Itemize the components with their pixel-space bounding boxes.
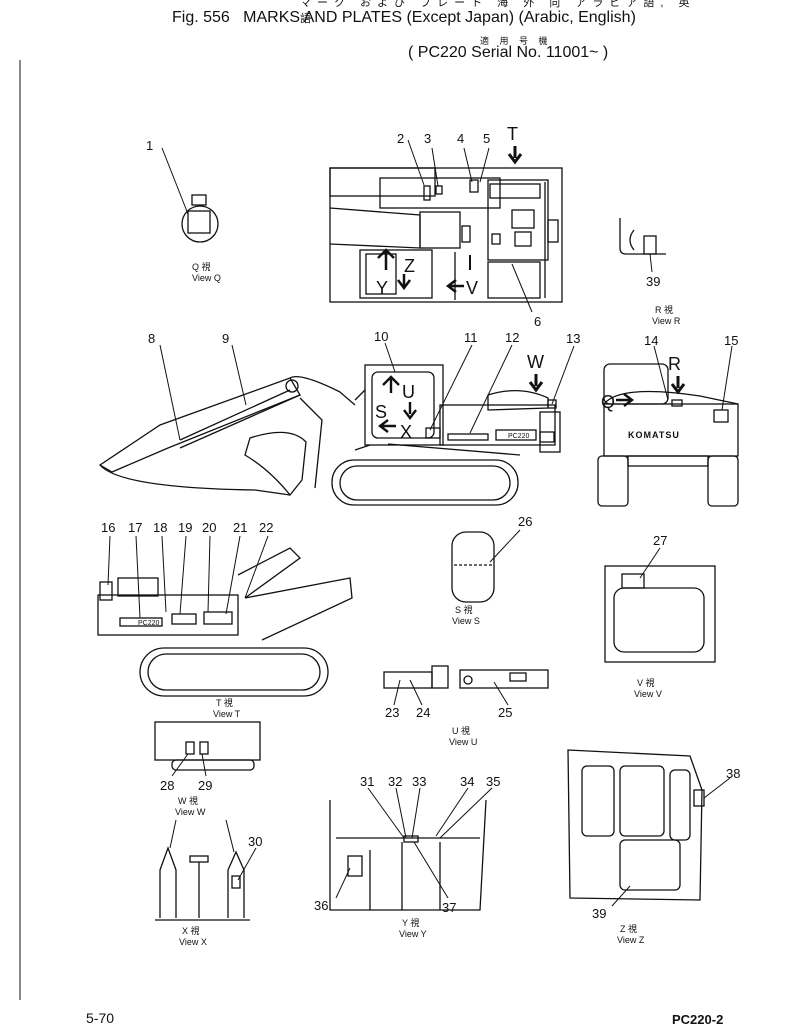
- callout-3: 3: [424, 131, 431, 146]
- callout-11: 11: [464, 330, 478, 345]
- callout-14: 14: [644, 333, 658, 348]
- japanese-serial-label: 適 用 号 機: [480, 36, 552, 46]
- view-s-jp: S 視: [455, 604, 473, 615]
- view-letter-y: Y: [376, 278, 388, 298]
- view-letter-z: Z: [404, 256, 415, 276]
- figure-caption: MARKS AND PLATES (Except Japan) (Arabic,…: [243, 9, 636, 26]
- callout-15: 15: [724, 333, 738, 348]
- view-letter-q: Q: [601, 392, 615, 412]
- view-q-drawing: [161, 147, 219, 243]
- view-letter-s: S: [375, 402, 387, 422]
- callout-17: 17: [128, 520, 142, 535]
- view-y-jp: Y 視: [402, 917, 419, 928]
- view-z-caption: View Z: [617, 935, 645, 945]
- side-view-excavator: [98, 342, 575, 506]
- callout-28: 28: [160, 778, 174, 793]
- view-w-drawing: [154, 721, 261, 777]
- view-letter-r: R: [668, 354, 681, 374]
- callout-34: 34: [460, 774, 474, 789]
- callout-29: 29: [198, 778, 212, 793]
- callout-8: 8: [148, 331, 155, 346]
- callout-31: 31: [360, 774, 374, 789]
- view-x-jp: X 視: [182, 925, 200, 936]
- callout-39-r: 39: [646, 274, 660, 289]
- view-letter-x: X: [400, 422, 412, 442]
- view-u-jp: U 視: [452, 725, 470, 736]
- view-letter-u: U: [402, 382, 415, 402]
- view-letter-w: W: [527, 352, 544, 372]
- figure-number: Fig. 556: [172, 9, 230, 26]
- callout-5: 5: [483, 131, 490, 146]
- callout-38: 38: [726, 766, 740, 781]
- figure-title: Fig. 556 MARKS AND PLATES (Except Japan)…: [172, 9, 692, 27]
- callout-19: 19: [178, 520, 192, 535]
- view-r-drawing: [619, 218, 666, 273]
- view-x-caption: View X: [179, 937, 207, 947]
- view-y-drawing: [329, 787, 493, 911]
- view-letter-v: V: [466, 278, 478, 298]
- view-y-caption: View Y: [399, 929, 427, 939]
- callout-21: 21: [233, 520, 247, 535]
- callout-23: 23: [385, 705, 399, 720]
- callout-39-z: 39: [592, 906, 606, 921]
- callout-24: 24: [416, 705, 430, 720]
- callout-25: 25: [498, 705, 512, 720]
- view-v-jp: V 視: [637, 677, 655, 688]
- top-view-machine: [329, 139, 563, 313]
- view-z-drawing: [567, 749, 731, 907]
- callout-9: 9: [222, 331, 229, 346]
- view-w-jp: W 視: [178, 795, 198, 806]
- callout-27: 27: [653, 533, 667, 548]
- callout-30: 30: [248, 834, 262, 849]
- callout-36: 36: [314, 898, 328, 913]
- view-u-drawing: [383, 665, 549, 706]
- view-v-drawing: [604, 547, 716, 663]
- callout-20: 20: [202, 520, 216, 535]
- view-r-jp: R 視: [655, 304, 673, 315]
- callout-37: 37: [442, 900, 456, 915]
- view-w-caption: View W: [175, 807, 206, 817]
- callout-2: 2: [397, 131, 404, 146]
- view-t-jp: T 視: [216, 697, 233, 708]
- callout-33: 33: [412, 774, 426, 789]
- pc220-plate-view-t: PC220: [138, 620, 160, 627]
- callout-26: 26: [518, 514, 532, 529]
- serial-range: ( PC220 Serial No. 11001~ ): [408, 44, 609, 61]
- view-s-drawing: [451, 529, 521, 603]
- view-q-jp: Q 視: [192, 261, 211, 272]
- view-z-jp: Z 視: [620, 923, 637, 934]
- callout-18: 18: [153, 520, 167, 535]
- callout-12: 12: [505, 330, 519, 345]
- callout-32: 32: [388, 774, 402, 789]
- japanese-title: マーク および プレート 海 外 向 アラビア語, 英 語: [300, 0, 696, 25]
- rear-view-machine: [597, 345, 739, 507]
- callout-10: 10: [374, 329, 388, 344]
- page-number: 5-70: [86, 1010, 115, 1026]
- view-t-caption: View T: [213, 709, 241, 719]
- view-s-caption: View S: [452, 616, 480, 626]
- callout-13: 13: [566, 331, 580, 346]
- callout-16: 16: [101, 520, 115, 535]
- view-r-caption: View R: [652, 316, 681, 326]
- callout-22: 22: [259, 520, 273, 535]
- view-u-caption: View U: [449, 737, 477, 747]
- callout-1: 1: [146, 138, 153, 153]
- model-code: PC220-2: [672, 1012, 724, 1027]
- callout-35: 35: [486, 774, 500, 789]
- komatsu-plate-label: KOMATSU: [628, 430, 680, 440]
- view-letter-t: T: [507, 124, 518, 144]
- view-x-drawing: [155, 819, 257, 921]
- view-t-drawing: [97, 535, 353, 697]
- callout-6: 6: [534, 314, 541, 329]
- pc220-plate-side: PC220: [508, 433, 530, 440]
- callout-4: 4: [457, 131, 464, 146]
- view-v-caption: View V: [634, 689, 662, 699]
- view-q-caption: View Q: [192, 273, 221, 283]
